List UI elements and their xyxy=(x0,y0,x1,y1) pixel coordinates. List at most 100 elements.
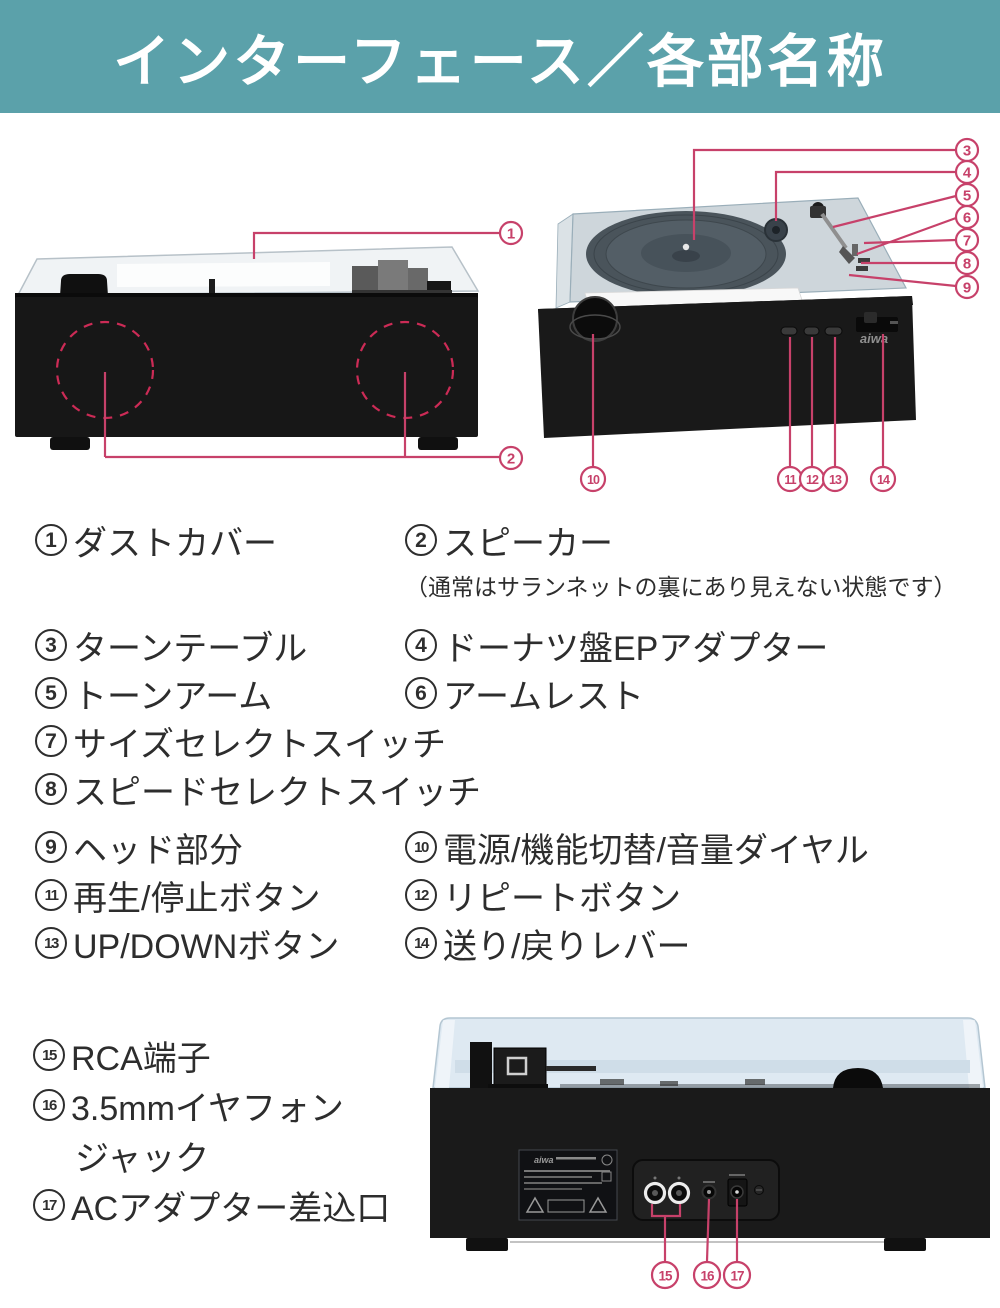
callout-line-5 xyxy=(832,194,957,229)
callout-number-6: 6 xyxy=(963,210,971,227)
callout-number-5: 5 xyxy=(963,188,971,205)
caution-box xyxy=(547,1199,585,1213)
label-line-2 xyxy=(524,1170,610,1172)
label-line-3 xyxy=(524,1176,592,1178)
part-item-6: 6 アームレスト xyxy=(405,669,644,718)
parts-row: 9 ヘッド部分 10 電源/機能切替/音量ダイヤル xyxy=(35,823,985,871)
part-item-8: 8 スピードセレクトスイッチ xyxy=(35,765,481,814)
callout-number-14: 14 xyxy=(877,473,890,487)
callout-numbers-10-14: 10 11 12 13 14 xyxy=(587,473,891,487)
part-name-5: トーンアーム xyxy=(73,677,273,716)
part-number-16: 16 xyxy=(33,1089,65,1121)
part-name-8: スピードセレクトスイッチ xyxy=(73,773,481,812)
part-number-8: 8 xyxy=(35,773,67,805)
part-number-12: 12 xyxy=(405,879,437,911)
callout-circle-1 xyxy=(498,220,524,246)
parts-row: 1 ダストカバー 2 スピーカー xyxy=(35,516,985,564)
parts-row: 8 スピードセレクトスイッチ xyxy=(35,765,985,813)
rear-view-illustration: aiwa xyxy=(430,1017,990,1251)
speaker-note: （通常はサランネットの裏にあり見えない状態です） xyxy=(405,574,957,600)
part-number-11: 11 xyxy=(35,879,67,911)
turntable-diagram-top: 1 2 xyxy=(15,137,980,493)
callout-2: 2 xyxy=(103,372,524,471)
callout-number-3: 3 xyxy=(963,143,971,160)
callout-number-12: 12 xyxy=(806,473,819,487)
dc-label-mark xyxy=(729,1174,745,1176)
deck-mark-c xyxy=(745,1079,765,1085)
lever-slot xyxy=(890,321,898,324)
foot-left xyxy=(50,437,90,450)
part-item-3: 3 ターンテーブル xyxy=(35,621,405,670)
label-plate xyxy=(518,1149,618,1221)
callout-number-9: 9 xyxy=(963,280,971,297)
callout-line-4 xyxy=(774,170,956,221)
part-name-16-cont: ジャック xyxy=(75,1139,210,1178)
part-item-5: 5 トーンアーム xyxy=(35,669,405,718)
cartridge-part-c xyxy=(408,268,428,292)
label-square-mark xyxy=(601,1171,612,1182)
brand-logo-top-view: aiwa xyxy=(860,331,888,346)
callout-number-17: 17 xyxy=(730,1269,744,1284)
updown-button xyxy=(824,326,843,336)
callout-number-7: 7 xyxy=(963,233,971,250)
callout-circle-16 xyxy=(692,1260,722,1290)
cartridge-part-b xyxy=(378,260,408,293)
part-name-1: ダストカバー xyxy=(73,524,277,563)
speaker-note-cell: （通常はサランネットの裏にあり見えない状態です） xyxy=(405,568,957,602)
foot-right xyxy=(418,437,458,450)
callout-circle-9 xyxy=(954,274,980,300)
parts-row: 17 ACアダプター差込口 xyxy=(33,1180,433,1230)
spacer xyxy=(35,813,985,823)
rca-jack-left-pin xyxy=(652,1190,658,1196)
part-number-14: 14 xyxy=(405,927,437,959)
panel-mark-r xyxy=(677,1176,681,1180)
label-line-1 xyxy=(556,1157,596,1160)
part-item-12: 12 リピートボタン xyxy=(405,871,681,920)
callout-number-16: 16 xyxy=(700,1269,715,1284)
parts-row: 5 トーンアーム 6 アームレスト xyxy=(35,669,985,717)
callout-circle-13 xyxy=(821,465,849,493)
turntable-diagram-rear: aiwa xyxy=(430,1017,990,1290)
part-name-7: サイズセレクトスイッチ xyxy=(73,725,446,764)
part-name-6: アームレスト xyxy=(443,677,644,716)
part-name-10: 電源/機能切替/音量ダイヤル xyxy=(443,831,869,870)
part-item-13: 13 UP/DOWNボタン xyxy=(35,919,405,968)
callout-number-15: 15 xyxy=(658,1269,673,1284)
part-item-7: 7 サイズセレクトスイッチ xyxy=(35,717,446,766)
part-item-1: 1 ダストカバー xyxy=(35,516,405,565)
tonearm-arm xyxy=(820,212,848,250)
repeat-button xyxy=(803,326,820,336)
part-item-14: 14 送り/戻りレバー xyxy=(405,919,690,968)
part-number-17: 17 xyxy=(33,1189,65,1221)
callout-line-3 xyxy=(692,148,956,240)
part-number-9: 9 xyxy=(35,831,67,863)
parts-row: 15 RCA端子 xyxy=(33,1030,433,1080)
part-name-13: UP/DOWNボタン xyxy=(73,927,340,966)
part-name-17: ACアダプター差込口 xyxy=(71,1189,391,1228)
phones-label-mark xyxy=(703,1181,715,1183)
part-number-3: 3 xyxy=(35,629,67,661)
cartridge-window xyxy=(506,1056,528,1076)
part-name-9: ヘッド部分 xyxy=(73,831,243,870)
label-line-4 xyxy=(524,1182,602,1184)
dial-ring xyxy=(569,314,621,340)
callout-number-13: 13 xyxy=(829,473,842,487)
dial-silhouette-rear xyxy=(833,1068,883,1088)
parts-row: 13 UP/DOWNボタン 14 送り/戻りレバー xyxy=(35,919,985,967)
part-number-4: 4 xyxy=(405,629,437,661)
callout-line-7 xyxy=(863,238,957,245)
part-name-2: スピーカー xyxy=(443,524,613,563)
callout-line-16 xyxy=(705,1198,711,1262)
tonearm-head xyxy=(839,246,855,264)
callout-circle-2 xyxy=(498,445,524,471)
parts-row: ジャック xyxy=(33,1130,433,1180)
parts-row: 16 3.5mmイヤフォン xyxy=(33,1080,433,1130)
part-item-2: 2 スピーカー xyxy=(405,516,613,565)
spec-label: aiwa xyxy=(518,1149,618,1221)
title-banner: インターフェース／各部名称 xyxy=(0,0,1000,113)
part-name-11: 再生/停止ボタン xyxy=(73,879,321,918)
parts-row: 3 ターンテーブル 4 ドーナツ盤EPアダプター xyxy=(35,621,985,669)
plinth-body xyxy=(538,296,916,438)
part-name-4: ドーナツ盤EPアダプター xyxy=(443,629,829,668)
